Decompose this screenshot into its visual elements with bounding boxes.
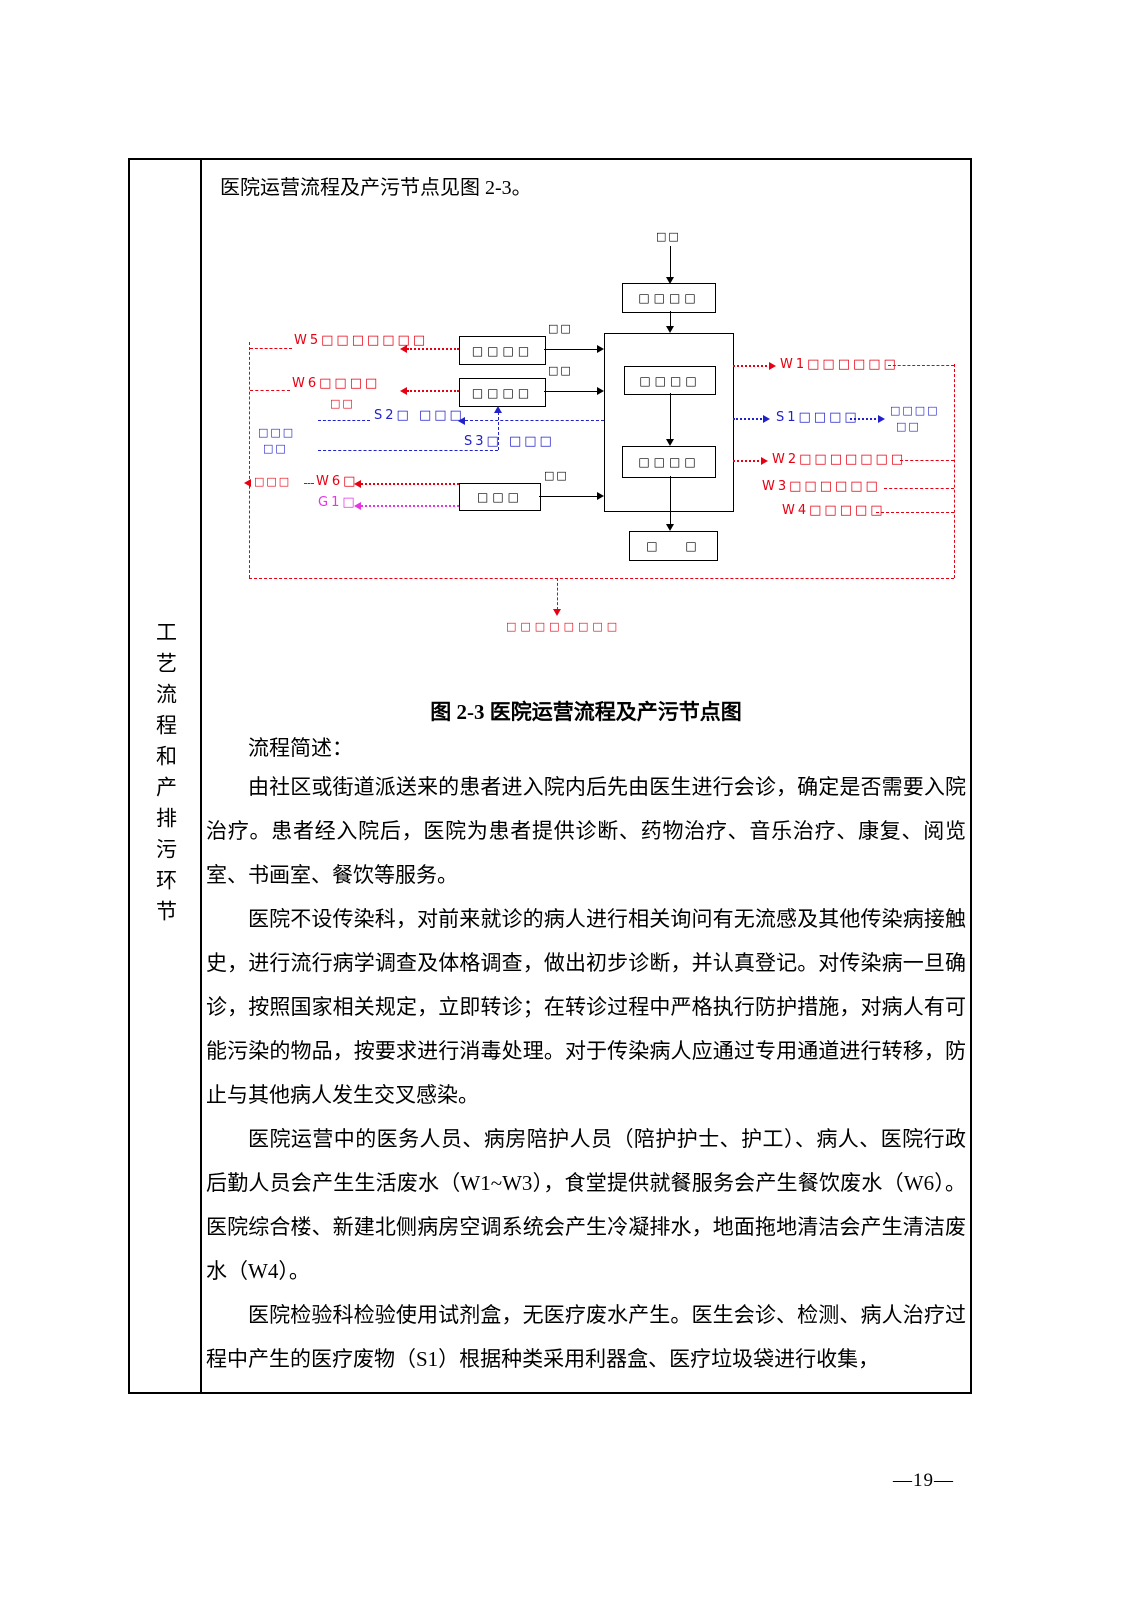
flow-label-right-blue-1: □□□□ (890, 404, 940, 417)
paragraph-4: 医院检验科检验使用试剂盒，无医疗废水产生。医生会诊、检测、病人治疗过程中产生的医… (206, 1303, 966, 1371)
flow-line (539, 496, 598, 497)
arrowhead-left-icon (354, 502, 361, 510)
flow-line (465, 420, 604, 421)
flow-box-top: □□□□ (622, 283, 716, 313)
flow-box-inner1: □□□□ (624, 366, 716, 395)
arrowhead-left-icon (244, 479, 251, 487)
flowchart: □□ □□□□ □□□□ □□□□ □ □ □□□□ □□ □□□□ (206, 228, 966, 683)
flow-label-s1: S1□□□□ (776, 410, 860, 425)
arrowhead-right-icon (597, 345, 604, 353)
flow-label-right-blue-2: □□ (896, 420, 921, 433)
flow-line (318, 450, 498, 451)
flow-left-box2: □□□□ (459, 378, 546, 407)
flow-line (733, 460, 763, 462)
flow-line (407, 390, 459, 392)
flow-label-w1: W1□□□□□□ (780, 357, 899, 372)
flow-label-g1: G1□ (318, 495, 358, 510)
flow-line (361, 483, 459, 485)
flow-frame-line (954, 364, 955, 578)
arrowhead-down-icon (553, 609, 561, 616)
figure-caption: 图 2-3 医院运营流程及产污节点图 (430, 700, 742, 724)
flow-line (670, 476, 671, 525)
arrowhead-left-icon (354, 480, 361, 488)
flow-label-w2: W2□□□□□□□ (772, 452, 907, 467)
arrowhead-right-icon (597, 387, 604, 395)
flow-line (733, 418, 765, 420)
flow-line (544, 391, 598, 392)
arrowhead-down-icon (666, 439, 674, 446)
row-header-cell: 工艺流程和产排污环节 (130, 160, 202, 1392)
flow-label-w6: W6□□□□ (292, 376, 381, 391)
flow-label-w4: W4□□□□□ (782, 503, 886, 518)
flow-left-box3-tag: □□ (544, 469, 569, 482)
flow-line (407, 348, 459, 350)
arrowhead-left-icon (458, 417, 465, 425)
flow-label-left-blue-1: □□□ (258, 426, 296, 439)
row-header-label: 工艺流程和产排污环节 (153, 621, 178, 931)
paragraph-1: 由社区或街道派送来的患者进入院内后先由医生进行会诊，确定是否需要入院治疗。患者经… (206, 775, 966, 887)
intro-text: 医院运营流程及产污节点见图 2-3。 (220, 177, 532, 199)
flow-box-bottom: □ □ (629, 531, 718, 561)
arrowhead-right-icon (761, 457, 768, 465)
flow-frame-line (249, 342, 250, 578)
flow-line (318, 420, 370, 421)
arrowhead-right-icon (597, 492, 604, 500)
flow-line (733, 365, 771, 367)
arrowhead-down-icon (666, 524, 674, 531)
flow-line (670, 246, 671, 278)
flow-left-box1-tag: □□ (548, 322, 573, 335)
arrowhead-left-icon (400, 387, 407, 395)
flow-line (304, 483, 314, 484)
flow-left-box2-tag: □□ (548, 364, 573, 377)
arrowhead-right-icon (769, 362, 776, 370)
flow-label-w5: W5□□□□□□□ (294, 333, 429, 348)
flow-line (557, 578, 558, 610)
page-number: —19— (893, 1470, 954, 1491)
arrowhead-left-icon (400, 345, 407, 353)
flow-label-left-blue-2: □□ (263, 442, 288, 455)
flow-line (250, 390, 290, 391)
flow-line (900, 460, 954, 461)
flow-label-w6-sub: □□ (330, 397, 355, 410)
flow-box-inner2: □□□□ (622, 446, 716, 478)
summary-heading: 流程简述： (248, 736, 353, 760)
flow-line (670, 393, 671, 440)
flow-line (850, 418, 880, 420)
arrowhead-up-icon (494, 406, 502, 413)
flow-line (361, 505, 459, 507)
flow-line (670, 311, 671, 327)
flow-line (884, 488, 954, 489)
flow-label-s3: S3□ □□□ (464, 434, 555, 449)
flow-line (876, 512, 954, 513)
flow-label-drain: □□□□□□□□ (506, 620, 622, 633)
flow-label-w3: W3□□□□□□ (762, 479, 881, 494)
flow-left-box3: □□□ (459, 483, 541, 511)
paragraph-2: 医院不设传染科，对前来就诊的病人进行相关询问有无流感及其他传染病接触史，进行流行… (206, 907, 966, 1107)
flow-label-s2: S2□ □□□ (374, 408, 465, 423)
flow-line (888, 365, 954, 366)
flow-frame-line (249, 578, 954, 579)
main-cell: 医院运营流程及产污节点见图 2-3。 □□ □□□□ □□□□ □□□□ □ □… (202, 160, 970, 1392)
arrowhead-right-icon (763, 415, 770, 423)
arrowhead-right-icon (878, 415, 885, 423)
arrowhead-down-icon (666, 326, 674, 333)
flow-label-w6b: W6□ (316, 474, 359, 489)
flow-line (544, 349, 598, 350)
flow-label-patient: □□ (656, 230, 681, 243)
content-table: 工艺流程和产排污环节 医院运营流程及产污节点见图 2-3。 □□ □□□□ □□… (128, 158, 972, 1394)
flow-left-box1: □□□□ (459, 336, 546, 365)
flow-label-left-red: □□□ (254, 475, 292, 488)
flow-box-outer (604, 333, 734, 512)
arrowhead-down-icon (666, 277, 674, 284)
paragraph-3: 医院运营中的医务人员、病房陪护人员（陪护护士、护工）、病人、医院行政后勤人员会产… (206, 1127, 966, 1283)
flow-line (250, 348, 292, 349)
flow-line (498, 412, 499, 450)
